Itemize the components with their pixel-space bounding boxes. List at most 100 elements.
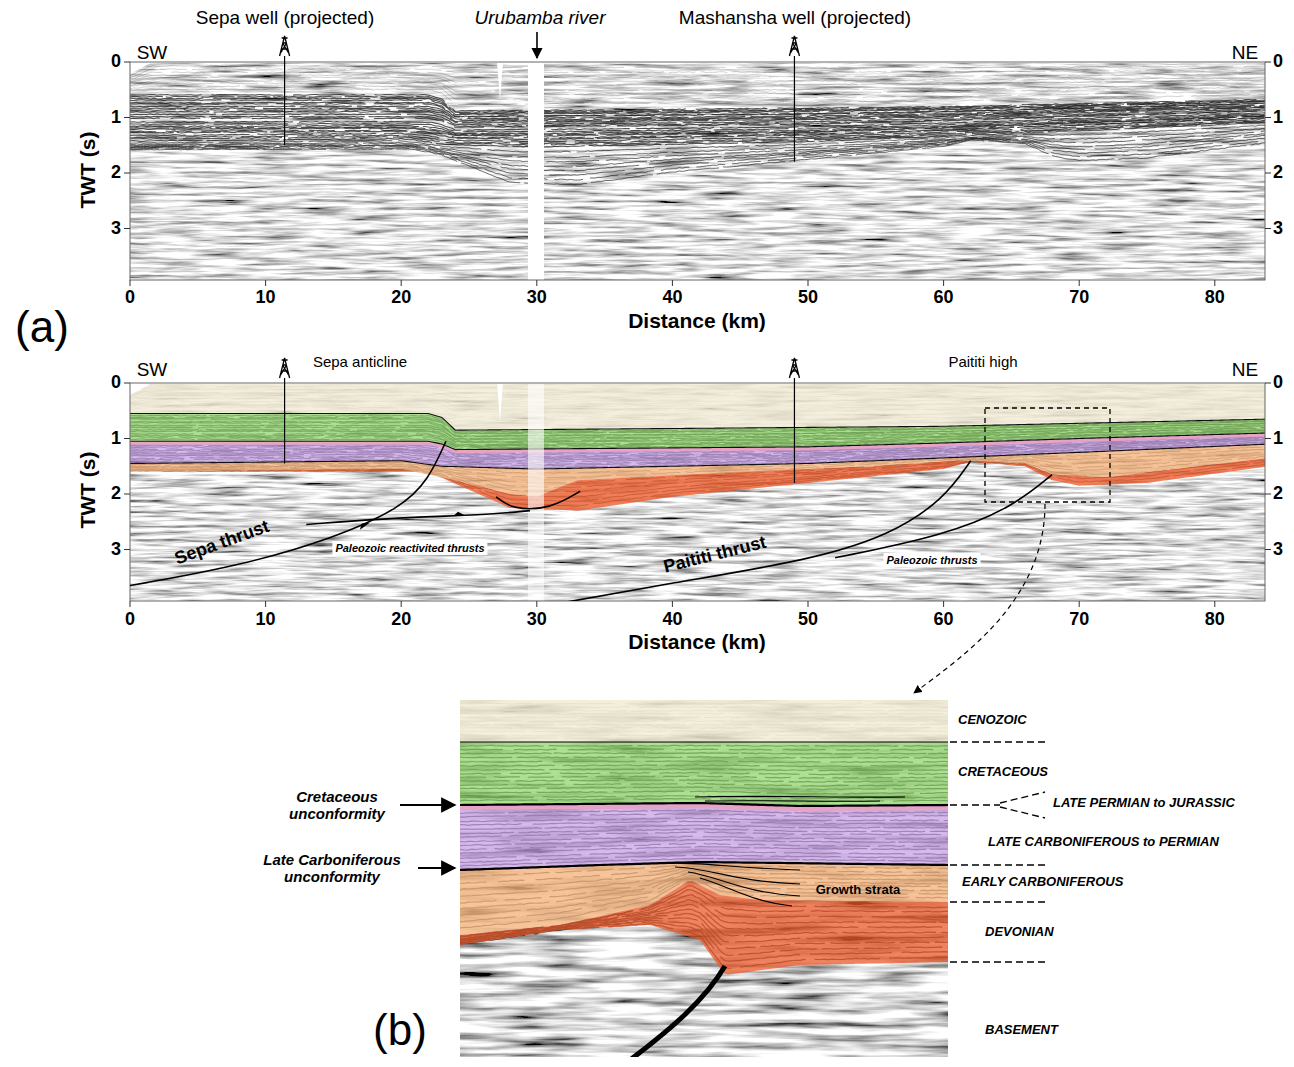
horizon-line <box>130 414 1265 431</box>
onlap-line <box>705 800 880 802</box>
line-shape <box>1079 280 1080 286</box>
reflector-line <box>130 83 1265 95</box>
axis-tick: 40 <box>662 610 682 630</box>
rect-shape <box>130 62 1265 280</box>
surface-blank <box>130 383 1265 395</box>
line-shape <box>1265 62 1271 63</box>
line-shape <box>124 494 130 495</box>
axis-tick: 0 <box>111 373 121 393</box>
axis-tick: 0 <box>1273 373 1283 393</box>
stratigraphic-layer <box>460 881 948 975</box>
line-shape <box>265 601 266 607</box>
seismic-panel <box>130 62 1265 280</box>
reflector-line <box>130 133 1265 167</box>
reflector-line <box>130 72 1265 81</box>
path-shape <box>280 358 290 378</box>
axis-tick: 0 <box>125 610 135 630</box>
horizon-line <box>460 741 948 742</box>
line-shape <box>1265 549 1271 550</box>
path-shape <box>789 36 799 56</box>
unconformity-arrow <box>400 804 455 806</box>
reflector-line <box>130 121 1265 144</box>
axes-frame <box>124 62 1271 286</box>
line-shape <box>124 438 130 439</box>
line-shape <box>1265 438 1271 439</box>
thrust-fault <box>550 461 970 601</box>
axis-tick: 0 <box>125 288 135 308</box>
stratigraphic-layer <box>460 700 948 742</box>
well-symbol <box>280 36 290 145</box>
line-shape <box>265 280 266 286</box>
river-arrow <box>536 32 538 58</box>
line-shape <box>950 864 1045 865</box>
axis-tick: 3 <box>1273 219 1283 239</box>
growth-strata-line <box>688 872 800 896</box>
zoom-arrow <box>914 504 1045 693</box>
axis-tick: 0 <box>111 52 121 72</box>
axis-tick: 2 <box>111 484 121 504</box>
line-shape <box>536 280 537 286</box>
well-symbol <box>789 358 799 483</box>
axis-tick: 60 <box>934 610 954 630</box>
axes-frame <box>124 383 1271 607</box>
line-shape <box>1214 280 1215 286</box>
direction-label: SW <box>137 43 168 64</box>
stratigraphic-layer <box>460 803 948 870</box>
axis-tick: 50 <box>798 610 818 630</box>
line-shape <box>1265 228 1271 229</box>
well-symbol <box>280 358 290 463</box>
fault-label: Paleozoic thrusts <box>883 553 980 567</box>
fault-lines <box>130 441 1052 601</box>
axis-tick: 10 <box>256 610 276 630</box>
surface-blank <box>130 62 1265 74</box>
axis-tick: 2 <box>111 163 121 183</box>
panel-letter: (b) <box>373 1006 427 1054</box>
growth-strata-line <box>662 863 800 870</box>
axis-title: Distance (km) <box>628 630 766 653</box>
line-shape <box>943 280 944 286</box>
well-label: Sepa well (projected) <box>196 8 374 29</box>
line-shape <box>401 601 402 607</box>
reflector-line <box>130 140 1265 185</box>
direction-label: SW <box>137 360 168 381</box>
axis-tick: 2 <box>1273 163 1283 183</box>
onlap-line <box>695 796 905 798</box>
line-shape <box>130 280 131 286</box>
line-shape <box>536 601 537 607</box>
unit-label: EARLY CARBONIFEROUS <box>962 875 1123 889</box>
fault-label: Sepa thrust <box>172 517 272 569</box>
axis-tick: 0 <box>1273 52 1283 72</box>
reflector-line <box>130 135 1265 171</box>
permian-jurassic-layer <box>130 435 1265 452</box>
thrust-fault <box>496 491 580 508</box>
zoom-box <box>985 408 1110 502</box>
line-shape <box>124 62 130 63</box>
path-shape <box>280 36 290 56</box>
thrust-fault <box>306 511 530 525</box>
line-shape <box>130 601 131 607</box>
line-shape <box>808 601 809 607</box>
axis-tick: 3 <box>111 540 121 560</box>
seismic-panel <box>130 383 1265 601</box>
growth-strata-line <box>675 867 800 884</box>
fault-label: Paititi thrust <box>662 533 769 578</box>
unit-label: CRETACEOUS <box>958 765 1048 779</box>
unit-label: BASEMENT <box>985 1023 1058 1037</box>
axis-tick: 2 <box>1273 484 1283 504</box>
line-shape <box>401 280 402 286</box>
stratigraphic-layer <box>460 742 948 806</box>
line-shape <box>794 56 795 162</box>
axis-tick: 80 <box>1205 610 1225 630</box>
growth-strata-line <box>700 878 792 906</box>
unit-label: DEVONIAN <box>985 925 1054 939</box>
axis-tick: 70 <box>1069 610 1089 630</box>
line-shape <box>124 549 130 550</box>
unconformity-label: Cretaceous unconformity <box>278 789 396 822</box>
horizon-line <box>130 444 1265 469</box>
axis-tick: 30 <box>527 610 547 630</box>
horizon-line <box>460 803 948 806</box>
axis-tick: 20 <box>391 288 411 308</box>
unit-label: LATE PERMIAN to JURASSIC <box>1053 796 1235 810</box>
rect-shape <box>130 383 1265 601</box>
